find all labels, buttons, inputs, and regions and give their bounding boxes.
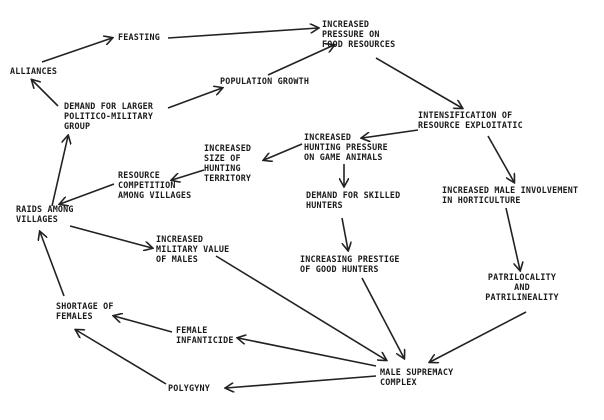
edge-intensification-horticulture: [487, 135, 514, 182]
node-patrilocality-line: AND: [514, 282, 530, 292]
edge-polygyny-shortage: [76, 330, 167, 385]
edge-population-pressure: [267, 45, 334, 76]
node-demand-group-line: DEMAND FOR LARGER: [64, 101, 154, 111]
node-hunting-pressure-line: HUNTING PRESSURE: [304, 142, 388, 152]
node-territory-line: INCREASED: [204, 143, 251, 153]
node-population-line: POPULATION GROWTH: [220, 76, 309, 86]
node-competition-line: COMPETITION: [118, 180, 176, 190]
edge-territory-competition: [172, 169, 205, 180]
node-skilled-line: DEMAND FOR SKILLED: [306, 190, 400, 200]
node-alliances-line: ALLIANCES: [10, 66, 57, 76]
node-feasting-line: FEASTING: [118, 32, 160, 42]
node-competition-line: AMONG VILLAGES: [118, 190, 191, 200]
node-prestige-line: INCREASING PRESTIGE: [300, 254, 400, 264]
node-horticulture-line: INCREASED MALE INVOLVEMENT: [442, 185, 578, 195]
node-polygyny-line: POLYGYNY: [168, 383, 211, 393]
node-military-line: MILITARY VALUE: [156, 244, 229, 254]
node-alliances: ALLIANCES: [10, 66, 57, 76]
node-infanticide-line: FEMALE: [176, 325, 207, 335]
edge-prestige-supremacy: [361, 277, 404, 358]
edge-skilled-prestige: [341, 217, 348, 250]
edge-demand-population: [167, 88, 222, 109]
node-polygyny: POLYGYNY: [168, 383, 211, 393]
node-territory-line: HUNTING: [204, 163, 241, 173]
node-supremacy-line: MALE SUPREMACY: [380, 367, 454, 377]
edge-feasting-pressure: [167, 28, 318, 39]
edge-supremacy-polygyny: [226, 375, 377, 388]
edge-infanticide-shortage: [114, 316, 173, 333]
edge-shortage-raids: [40, 232, 65, 297]
node-population: POPULATION GROWTH: [220, 76, 309, 86]
node-hunting-pressure-line: INCREASED: [304, 132, 351, 142]
node-territory-line: TERRITORY: [204, 173, 252, 183]
edge-competition-raids: [60, 183, 115, 204]
edge-raids-military: [69, 225, 152, 248]
edge-demand-alliances: [32, 80, 59, 107]
edge-pressure-intensification: [375, 57, 462, 108]
edge-intensification-hunting: [362, 129, 419, 138]
node-territory-line: SIZE OF: [204, 153, 241, 163]
edge-supremacy-infanticide: [238, 338, 377, 367]
node-pressure-line: FOOD RESOURCES: [322, 39, 395, 49]
node-patrilocality-line: PATRILINEALITY: [485, 292, 559, 302]
node-demand-group-line: GROUP: [64, 121, 90, 131]
node-shortage-line: SHORTAGE OF: [56, 301, 114, 311]
node-demand-group-line: POLITICO-MILITARY: [64, 111, 154, 121]
node-military-line: INCREASED: [156, 234, 203, 244]
node-infanticide-line: INFANTICIDE: [176, 335, 234, 345]
node-pressure-line: INCREASED: [322, 19, 369, 29]
node-patrilocality-line: PATRILOCALITY: [488, 272, 557, 282]
node-skilled-line: HUNTERS: [306, 200, 343, 210]
node-intensification-line: RESOURCE EXPLOITATIC: [418, 120, 523, 130]
edge-raids-demand: [51, 136, 68, 207]
edge-hunting-territory: [264, 143, 303, 160]
node-competition-line: RESOURCE: [118, 170, 160, 180]
node-shortage-line: FEMALES: [56, 311, 93, 321]
node-prestige-line: OF GOOD HUNTERS: [300, 264, 379, 274]
edge-alliances-feasting: [41, 38, 112, 63]
node-pressure-line: PRESSURE ON: [322, 29, 380, 39]
node-raids-line: RAIDS AMONG: [16, 204, 74, 214]
node-horticulture-line: IN HORTICULTURE: [442, 195, 521, 205]
edge-military-supremacy: [215, 255, 386, 360]
edges: [32, 28, 527, 388]
edge-patrilocality-supremacy: [430, 311, 527, 362]
node-feasting: FEASTING: [118, 32, 160, 42]
node-supremacy-line: COMPLEX: [380, 377, 417, 387]
edge-horticulture-patrilocality: [505, 207, 520, 270]
node-intensification-line: INTENSIFICATION OF: [418, 110, 512, 120]
node-military-line: OF MALES: [156, 254, 198, 264]
node-hunting-pressure-line: ON GAME ANIMALS: [304, 152, 383, 162]
node-raids-line: VILLAGES: [16, 214, 58, 224]
